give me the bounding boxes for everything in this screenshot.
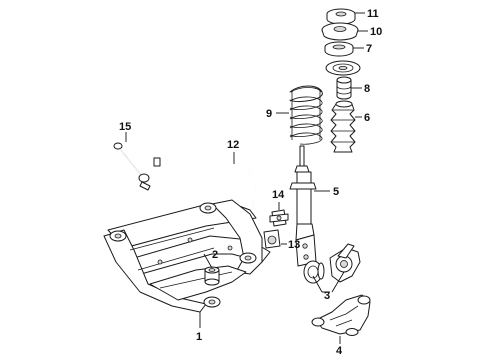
steering-knuckle-part (329, 243, 361, 283)
strut-mount-top-part (326, 8, 356, 25)
callout-4: 4 (336, 345, 343, 357)
strut-bearing-part (324, 41, 354, 57)
upper-strut-mount-part (321, 22, 359, 41)
callout-5: 5 (333, 186, 339, 198)
callout-14: 14 (272, 189, 285, 201)
callout-1: 1 (196, 331, 202, 343)
stabilizer-bushing-part (263, 229, 281, 249)
lower-control-arm-part (311, 294, 371, 336)
leader-lines (125, 12, 368, 344)
strut-assembly-part (289, 145, 317, 267)
callout-2: 2 (212, 249, 218, 261)
callout-11: 11 (367, 8, 379, 20)
callout-13: 13 (288, 239, 300, 251)
stabilizer-link-part (113, 142, 151, 191)
callout-7: 7 (366, 43, 372, 55)
stabilizer-bracket-part (269, 209, 289, 227)
coil-spring-part (289, 85, 323, 145)
bump-stop-part (336, 76, 352, 100)
callout-6: 6 (364, 112, 370, 124)
upper-spring-seat-part (325, 60, 361, 76)
callout-9: 9 (266, 108, 272, 120)
front-subframe-part (103, 199, 271, 313)
dust-boot-part (330, 100, 356, 153)
callout-3: 3 (324, 290, 330, 302)
callout-labels: 11 10 7 8 6 9 5 3 4 12 14 13 15 2 1 (119, 8, 382, 357)
subframe-bushing-part (204, 266, 220, 286)
stabilizer-bar-part (153, 151, 259, 213)
hub-bearing-part (303, 260, 325, 284)
callout-10: 10 (370, 26, 382, 38)
callout-12: 12 (227, 139, 239, 151)
callout-15: 15 (119, 121, 131, 133)
callout-8: 8 (364, 83, 370, 95)
